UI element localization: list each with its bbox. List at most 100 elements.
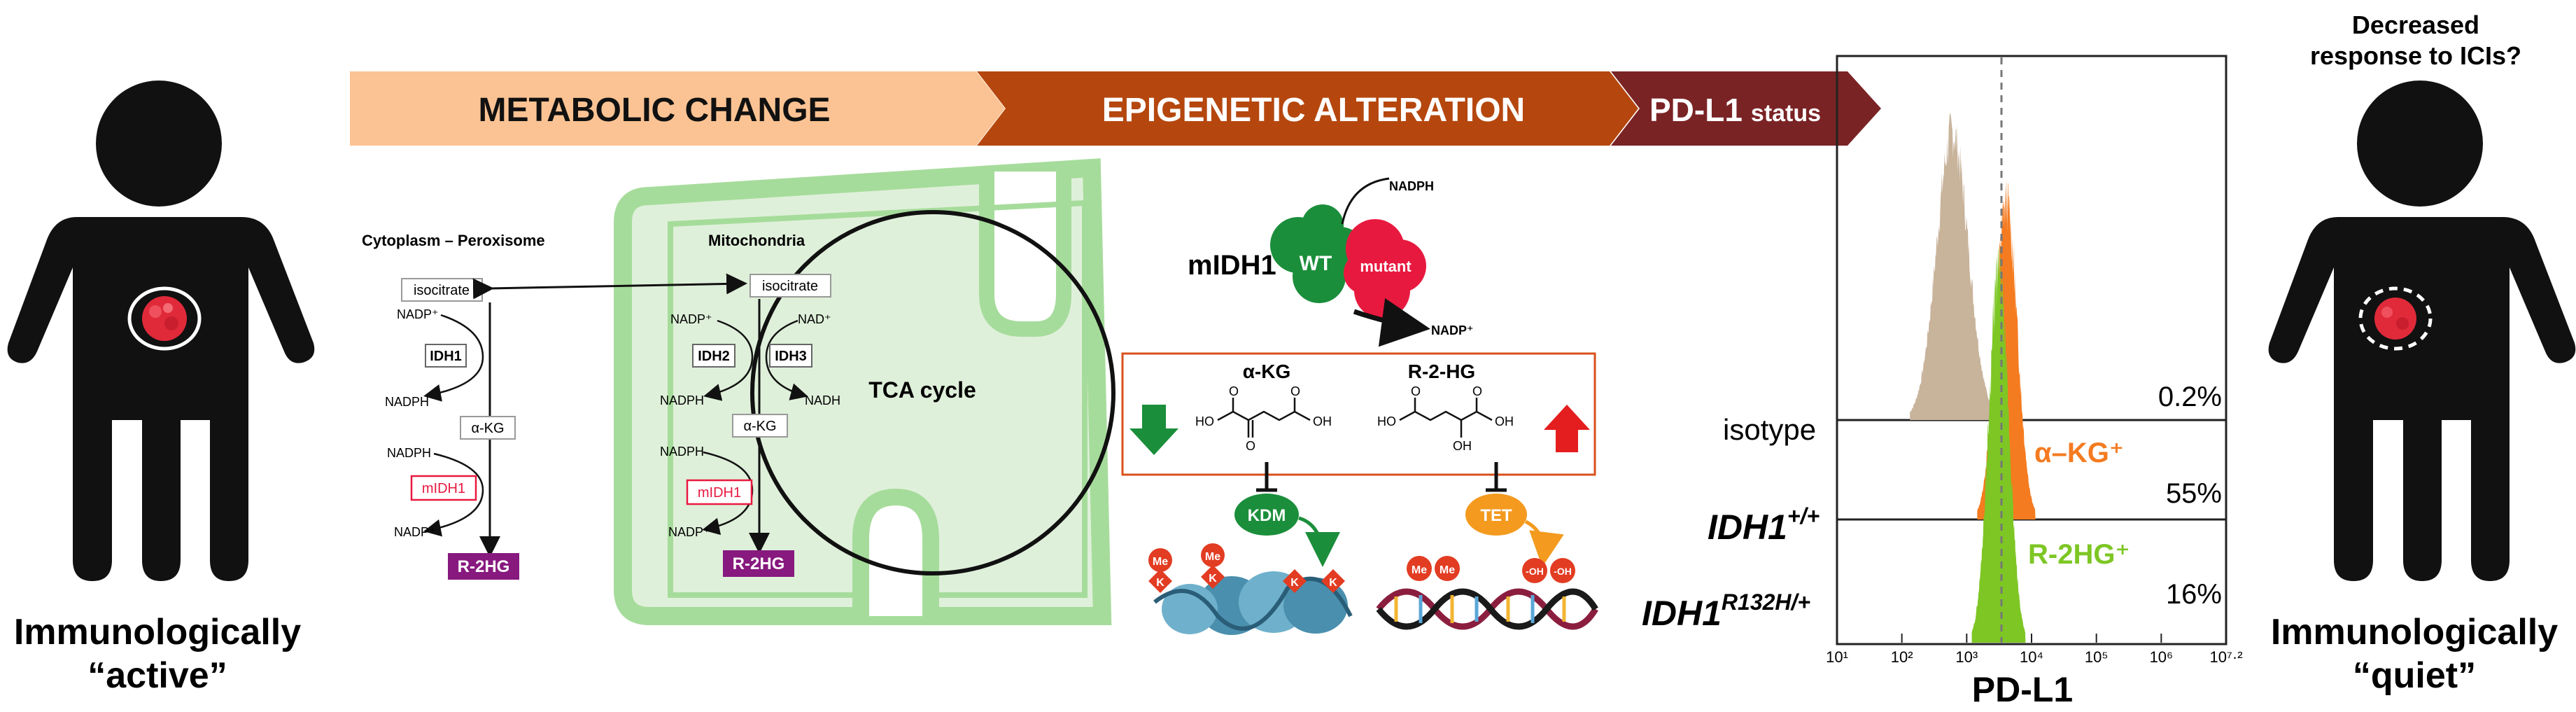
flow-xlabel: PD-L1: [1972, 670, 2073, 709]
svg-text:NADH: NADH: [805, 393, 840, 407]
mito-crista-bottom: [852, 488, 939, 616]
dna-helix: [1376, 588, 1598, 630]
left-tumor: [142, 296, 187, 341]
svg-text:HO: HO: [1195, 414, 1214, 428]
epigenetic-alteration-arrow: [977, 71, 1638, 146]
svg-text:NADP⁺: NADP⁺: [670, 312, 712, 326]
x-tick-label: 10⁶: [2150, 648, 2174, 666]
x-tick-label: 10⁵: [2085, 648, 2109, 666]
left-person-head: [96, 81, 222, 207]
svg-text:K: K: [1209, 573, 1217, 585]
isocitrate-exchange-arrow: [472, 273, 747, 300]
svg-text:R-2HG: R-2HG: [458, 557, 510, 576]
metabolic-change-label: METABOLIC CHANGE: [478, 92, 830, 129]
idh2-box: [692, 344, 736, 368]
akg-molecule: [1217, 398, 1311, 438]
svg-text:-OH: -OH: [1554, 566, 1572, 577]
histone-methyl-marks: Me K Me K K K: [1148, 543, 1345, 593]
mitochondria-pathway: Mitochondria isocitrate NADP⁺ NAD⁺ IDH2 …: [660, 232, 840, 577]
svg-text:mIDH1: mIDH1: [698, 485, 741, 501]
up-arrow-icon: [1544, 405, 1590, 452]
svg-text:α-KG: α-KG: [743, 419, 776, 434]
left-person-caption-2: “active”: [87, 655, 227, 696]
nucleosome: [1153, 571, 1353, 635]
svg-text:Me: Me: [1440, 564, 1455, 576]
svg-text:isocitrate: isocitrate: [414, 283, 470, 298]
r2hg-box-left: [448, 553, 519, 580]
tca-cycle-circle: [750, 210, 1115, 575]
right-tumor: [2374, 298, 2416, 340]
svg-text:α-KG: α-KG: [471, 421, 504, 436]
left-person-caption-1: Immunologically: [14, 612, 301, 652]
svg-text:mIDH1: mIDH1: [422, 481, 465, 496]
svg-text:Me: Me: [1412, 564, 1427, 576]
svg-text:IDH3: IDH3: [775, 349, 807, 364]
right-person-caption-2: “quiet”: [2353, 655, 2476, 696]
dna-methyl-marks: Me Me -OH -OH: [1407, 556, 1575, 583]
kdm-enzyme: [1234, 494, 1299, 536]
svg-text:NADPH: NADPH: [660, 393, 704, 407]
tca-cycle-label: TCA cycle: [868, 377, 976, 403]
banner: METABOLIC CHANGE EPIGENETIC ALTERATION P…: [350, 71, 1881, 146]
idh3-box: [769, 344, 812, 368]
right-person-caption-1: Immunologically: [2271, 612, 2558, 652]
ici-question-1: Decreased: [2352, 11, 2479, 39]
marker-akg: α–KG⁺: [2034, 438, 2124, 468]
svg-text:IDH2: IDH2: [698, 349, 730, 364]
svg-text:K: K: [1290, 577, 1299, 589]
svg-text:O: O: [1472, 384, 1482, 398]
svg-text:O: O: [1290, 384, 1300, 398]
epigenetic-alteration-label: EPIGENETIC ALTERATION: [1102, 92, 1525, 129]
r2hg-histogram: [1971, 244, 2026, 643]
midh1-box-left: [410, 475, 477, 501]
svg-text:KDM: KDM: [1248, 506, 1286, 525]
svg-text:K: K: [1329, 577, 1337, 589]
row-label-idh1-wt: IDH1+/+: [1708, 503, 1820, 547]
isotype-histogram: [1910, 113, 1995, 420]
ici-question-2: response to ICIs?: [2310, 41, 2521, 70]
left-tumor-ring: [127, 286, 202, 351]
marker-r2hg: R-2HG⁺: [2028, 539, 2130, 570]
percent-idh1-wt: 55%: [2166, 478, 2222, 509]
akg-box-right: [732, 414, 788, 438]
svg-text:R-2HG: R-2HG: [733, 554, 785, 573]
svg-text:NADP⁺: NADP⁺: [394, 525, 436, 539]
midh1-title: mIDH1: [1188, 250, 1276, 281]
cytoplasm-title: Cytoplasm – Peroxisome: [362, 232, 545, 249]
svg-text:NADPH: NADPH: [387, 446, 431, 460]
mito-inner-membrane: [668, 200, 1088, 598]
mito-title: Mitochondria: [708, 232, 805, 249]
svg-text:O: O: [1411, 384, 1421, 398]
wt-enzyme-icon: WT: [1270, 204, 1365, 303]
pdl1-status-arrow: [1611, 71, 1881, 146]
akg-box-left: [460, 416, 516, 440]
svg-text:O: O: [1229, 384, 1239, 398]
svg-text:Me: Me: [1205, 551, 1220, 563]
left-person-body: [7, 217, 315, 581]
r2hg-molecule: [1399, 398, 1493, 438]
x-tick-label: 10⁴: [2020, 648, 2043, 666]
x-tick-label: 10²: [1891, 648, 1913, 666]
mutant-enzyme-icon: mutant: [1344, 219, 1426, 319]
svg-text:O: O: [1246, 439, 1255, 453]
akg-title: α-KG: [1243, 361, 1291, 382]
tet-enzyme: [1465, 494, 1527, 536]
svg-text:OH: OH: [1453, 439, 1472, 453]
right-person: Decreased response to ICIs? Immunologica…: [2268, 11, 2576, 696]
epigenetic-panel: mIDH1 WT mutant NADPH NADP⁺ α-KG R-2-HG …: [1121, 177, 1598, 635]
svg-text:IDH1: IDH1: [430, 349, 462, 364]
metabolic-change-arrow: [350, 71, 1005, 146]
svg-text:isocitrate: isocitrate: [762, 279, 818, 294]
svg-text:WT: WT: [1300, 252, 1332, 275]
svg-text:TET: TET: [1480, 506, 1512, 525]
mitochondrion: TCA cycle: [614, 158, 1115, 625]
down-arrow-icon: [1129, 405, 1178, 455]
r2hg-title: R-2-HG: [1408, 361, 1475, 382]
right-tumor-ring: [2358, 286, 2433, 351]
right-person-head: [2357, 81, 2483, 207]
x-tick-label: 10¹: [1826, 648, 1848, 666]
right-person-body: [2268, 217, 2576, 581]
